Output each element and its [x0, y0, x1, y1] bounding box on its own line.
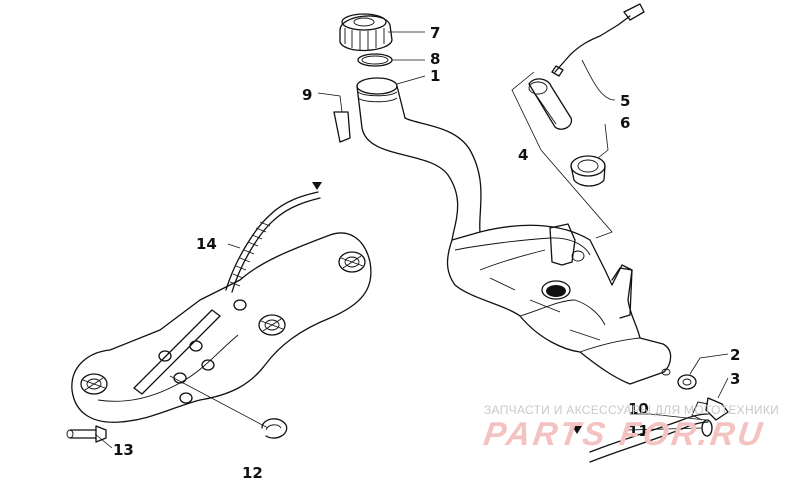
retaining-clip — [261, 418, 288, 439]
label-decal — [333, 111, 351, 143]
callout-5: 5 — [620, 92, 630, 110]
callout-7: 7 — [430, 24, 440, 42]
filler-neck — [356, 77, 482, 241]
callout-14: 14 — [196, 235, 217, 253]
callout-10: 10 — [628, 400, 649, 418]
callout-2: 2 — [730, 346, 740, 364]
drain-tube — [66, 425, 107, 443]
vent-fitting — [691, 397, 729, 421]
heat-shield-plate — [71, 232, 372, 423]
part-4-bracket — [511, 71, 613, 239]
callout-11: 11 — [628, 422, 649, 440]
callout-13: 13 — [113, 441, 134, 459]
gauge-wire-harness — [551, 3, 645, 77]
fuel-gauge-sender — [528, 78, 573, 130]
callout-8: 8 — [430, 50, 440, 68]
callout-12: 12 — [242, 464, 263, 482]
callout-1: 1 — [430, 67, 440, 85]
leader-lines — [94, 31, 729, 449]
callout-9: 9 — [302, 86, 312, 104]
vent-hose — [572, 413, 709, 463]
watermark-logo: PARTS FOR.RU — [481, 415, 768, 452]
o-ring — [357, 53, 393, 67]
callout-3: 3 — [730, 370, 740, 388]
callout-6: 6 — [620, 114, 630, 132]
stud-bottom-left — [80, 373, 108, 395]
fuel-tank — [446, 223, 672, 385]
fuel-line-spring — [225, 182, 322, 293]
gauge-ring-nut — [570, 155, 606, 187]
stud-middle — [258, 314, 286, 336]
stud-top-right — [338, 251, 366, 273]
fuel-cap — [339, 13, 393, 52]
grommet — [677, 374, 697, 390]
callout-4: 4 — [518, 146, 528, 164]
watermark-subtitle: ЗАПЧАСТИ И АКСЕССУАРЫ ДЛЯ МОТОТЕХНИКИ — [484, 403, 780, 417]
